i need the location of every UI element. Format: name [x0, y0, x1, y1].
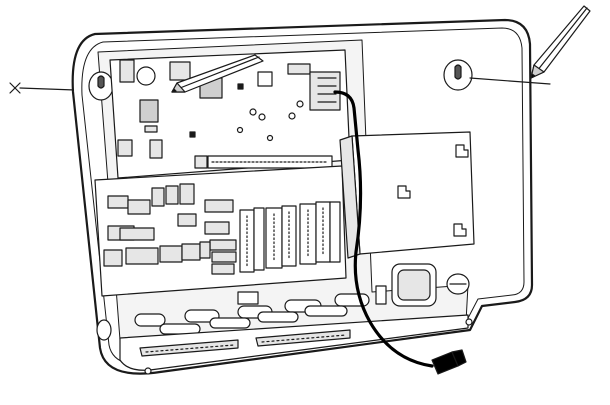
- ribbon-connector: [194, 155, 333, 169]
- flex-cable: [333, 90, 434, 368]
- tray-screw: [144, 367, 152, 375]
- left-mark-line: [19, 87, 76, 91]
- upper-board-components: [117, 59, 341, 159]
- bracket-side: [339, 135, 361, 259]
- cable-tray-slots: [139, 329, 351, 357]
- knockout-grommet: [446, 273, 470, 295]
- cable-glands: [96, 291, 370, 341]
- terminal-strips: [239, 201, 341, 273]
- screw-hole-icon: [443, 59, 473, 91]
- cable-entry: [391, 263, 437, 307]
- pencil-icon: [171, 54, 264, 93]
- terminal-blocks-left: [103, 183, 237, 275]
- screw-hole-icon: [88, 71, 114, 101]
- right-mark-line: [469, 77, 551, 85]
- side-clip: [375, 285, 387, 305]
- tray-screw: [465, 318, 473, 326]
- pencil-icon: [530, 5, 591, 79]
- bracket-tabs: [397, 144, 469, 237]
- cable-connector: [431, 349, 467, 375]
- cross-mark-icon: [9, 82, 21, 94]
